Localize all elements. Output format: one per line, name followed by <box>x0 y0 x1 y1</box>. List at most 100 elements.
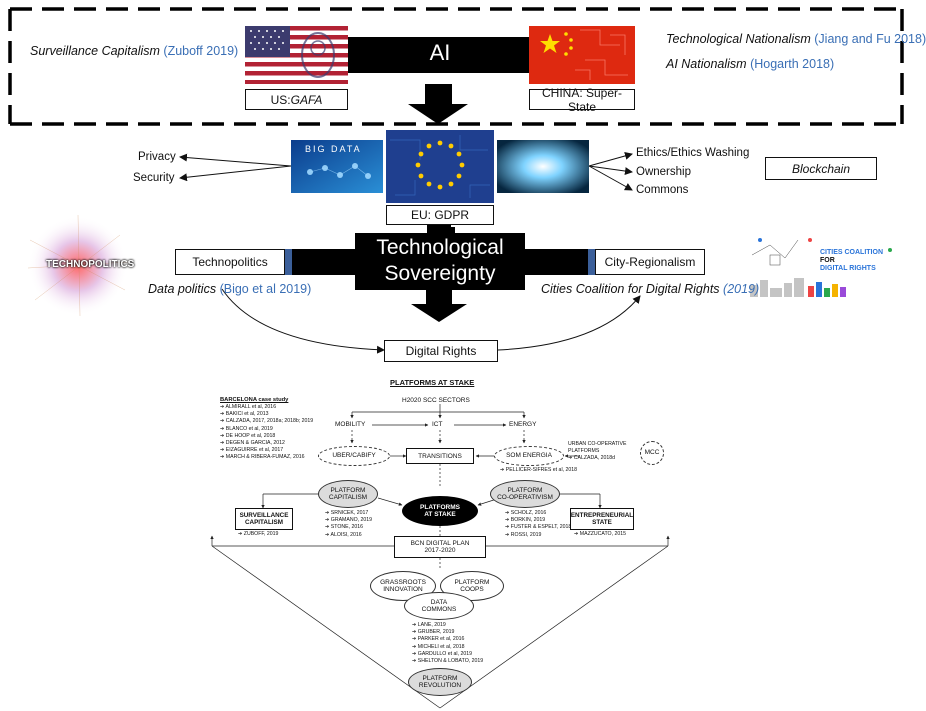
surveillance-line2: CAPITALISM <box>244 519 283 526</box>
jiang-fu-citation: (Jiang and Fu 2018) <box>814 32 926 46</box>
big-data-image <box>291 140 383 193</box>
cities-coalition-text: Cities Coalition for Digital Rights <box>541 282 720 296</box>
mazzucato-ref: ➔ MAZZUCATO, 2015 <box>574 531 627 537</box>
data-politics-text: Data politics <box>148 282 217 296</box>
us-label: US: <box>270 92 291 107</box>
coops-line2: COOPS <box>460 586 484 593</box>
surveillance-line1: SURVEILLANCE <box>239 511 289 519</box>
case-ref: ➔ BAKICI et al, 2013 <box>220 411 269 418</box>
arrow-privacy <box>179 153 292 167</box>
commons-ref: ➔ SHELTON & LOBATO, 2019 <box>412 658 484 665</box>
platforms-title: PLATFORMS AT STAKE <box>390 378 475 387</box>
blockchain-box: Blockchain <box>765 157 877 180</box>
revolution-line1: PLATFORM <box>422 674 458 682</box>
surveillance-capitalism-text: Surveillance Capitalism <box>30 44 160 58</box>
arrow-commons <box>588 165 633 191</box>
china-flag-image <box>529 26 635 84</box>
us-flag-image <box>245 26 348 84</box>
security-label: Security <box>133 172 175 184</box>
arrow-ethics <box>588 152 633 167</box>
entrepreneurial-line1: ENTREPRENEURIAL <box>570 511 634 519</box>
ai-nationalism-text: AI Nationalism <box>666 57 747 71</box>
gafa-label: GAFA <box>290 92 323 107</box>
case-study-title: BARCELONA case study <box>220 397 289 403</box>
cities-coalition-logo <box>745 230 905 300</box>
cooperativism-refs: ➔ SCHOLZ, 2016 ➔ BORKIN, 2019 ➔ FUSTER &… <box>505 510 571 539</box>
bcn-line2: 2017-2020 <box>424 547 456 554</box>
case-ref: ➔ MARCH & RIBERA-FUMAZ, 2016 <box>220 454 305 461</box>
capitalism-refs: ➔ SRNICEK, 2017 ➔ GRAMANO, 2019 ➔ STONE,… <box>325 510 372 539</box>
privacy-label: Privacy <box>138 151 176 163</box>
curve-data-politics <box>221 288 385 354</box>
mobility-label: MOBILITY <box>335 421 366 428</box>
case-ref: ➔ BLANCO et al, 2019 <box>220 425 273 432</box>
case-ref: ➔ DE HOOP et al, 2018 <box>220 432 276 439</box>
revolution-line2: REVOLUTION <box>418 682 462 689</box>
capitalism-ref: ➔ STONE, 2016 <box>325 524 363 531</box>
digital-rights-box: Digital Rights <box>384 340 498 362</box>
curve-cities <box>497 295 641 351</box>
eu-flag-image <box>386 130 494 203</box>
platform-capitalism-line1: PLATFORM <box>330 486 366 494</box>
mcc-node: MCC <box>640 441 664 465</box>
arrow-right-into-center <box>285 237 372 287</box>
pellicer-ref: ➔ PELLICER-SIFRES et al, 2018 <box>500 467 578 473</box>
technopolitics-box: Technopolitics <box>175 249 285 275</box>
ai-nationalism-note: AI Nationalism (Hogarth 2018) <box>666 57 834 71</box>
sovereignty-block <box>355 233 525 290</box>
arrow-down-2 <box>427 224 455 233</box>
commons-ref: ➔ MICHELI et al, 2018 <box>412 643 465 650</box>
h2020-label: H2020 SCC SECTORS <box>402 397 470 404</box>
cities-logo-line1: CITIES COALITION <box>820 249 883 256</box>
arrow-ownership <box>588 165 633 175</box>
platform-capitalism-line2: CAPITALISM <box>328 494 368 501</box>
china-superstate-box: CHINA: Super-State <box>529 86 635 114</box>
bcn-line1: BCN DIGITAL PLAN <box>410 539 470 547</box>
barcelona-case-study: BARCELONA case study ➔ ALMIRALL et al, 2… <box>220 396 340 462</box>
zuboff-citation: (Zuboff 2019) <box>163 44 239 58</box>
som-energia-node: SOM ENERGIA <box>494 446 564 466</box>
commons-refs: ➔ LANE, 2019 ➔ GRUBER, 2019 ➔ PARKER et … <box>412 622 483 665</box>
arrow-down-3 <box>411 290 467 322</box>
calzada-ref: ➔ CALZADA, 2018d <box>568 455 616 462</box>
commons-ref: ➔ PARKER et al, 2016 <box>412 636 465 643</box>
ict-label: ICT <box>432 421 443 428</box>
coops-line1: PLATFORM <box>454 578 490 586</box>
transitions-box: TRANSITIONS <box>406 448 474 464</box>
ethics-label: Ethics/Ethics Washing <box>636 147 750 159</box>
capitalism-ref: ➔ SRNICEK, 2017 <box>325 510 369 516</box>
sovereignty-title-line1: Technological <box>376 236 504 259</box>
case-ref: ➔ EIZAGUIRRE et al, 2017 <box>220 447 284 454</box>
surveillance-capitalism-note: Surveillance Capitalism (Zuboff 2019) <box>30 44 238 58</box>
ai-label: AI <box>429 40 451 65</box>
sovereignty-title-line2: Sovereignty <box>384 262 496 285</box>
case-ref: ➔ ALMIRALL et al, 2016 <box>220 404 277 410</box>
data-commons-line2: COMMONS <box>421 606 457 613</box>
data-politics-note: Data politics (Bigo et al 2019) <box>148 282 311 296</box>
at-stake-line1: PLATFORMS <box>420 503 460 511</box>
platform-coop-line2: CO-OPERATIVISM <box>497 494 553 501</box>
arrow-security <box>179 165 292 182</box>
commons-ref: ➔ LANE, 2019 <box>412 622 446 628</box>
coop-ref: ➔ SCHOLZ, 2016 <box>505 510 547 516</box>
cities-logo-line3: DIGITAL RIGHTS <box>820 265 876 272</box>
grassroots-line1: GRASSROOTS <box>380 578 426 586</box>
case-ref: ➔ CALZADA, 2017, 2018a; 2018b; 2019 <box>220 418 314 425</box>
coop-ref: ➔ ROSSI, 2019 <box>505 531 542 538</box>
hogarth-citation: (Hogarth 2018) <box>750 57 835 71</box>
urban-coop-line1: URBAN CO-OPERATIVE <box>568 441 627 447</box>
cities-coalition-note: Cities Coalition for Digital Rights (201… <box>541 282 759 296</box>
uber-cabify-node: UBER/CABIFY <box>318 446 390 466</box>
tech-nationalism-note: Technological Nationalism (Jiang and Fu … <box>666 32 926 46</box>
energy-label: ENERGY <box>509 421 537 428</box>
ownership-label: Ownership <box>636 166 691 178</box>
data-tunnel-image <box>497 140 589 193</box>
city-regionalism-box: City-Regionalism <box>595 249 705 275</box>
urban-coop-line2: PLATFORMS <box>568 448 600 455</box>
data-commons-line1: DATA <box>430 598 448 606</box>
